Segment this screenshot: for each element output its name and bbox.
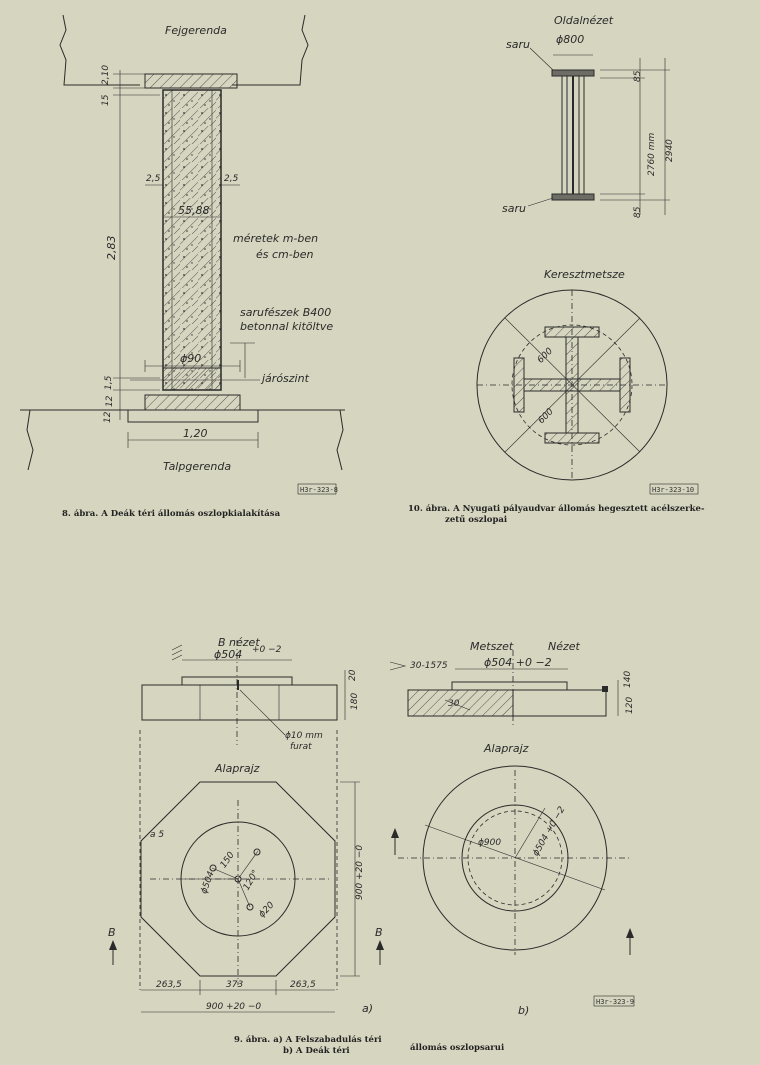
fig9b-stamp: H3r-323-9 (596, 998, 634, 1006)
bottom-beam-top (127, 409, 259, 423)
section-hatch-9b (407, 689, 514, 717)
fig9-caption-c: állomás oszlopsarui (410, 1042, 505, 1053)
fig8-dim-12b: 12 (103, 411, 113, 423)
fig9a-label-b-left: B (108, 926, 116, 939)
fig8-dim-phi90: ϕ90 (180, 352, 201, 365)
fig8-dim-283: 2,83 (105, 236, 118, 261)
fig8-dim-12: 12 (105, 395, 115, 407)
fig9b-dim-30: 30 (448, 699, 460, 709)
fig8-label-fejgerenda: Fejgerenda (165, 24, 227, 37)
fig9b-dim-120: 120 (625, 697, 635, 714)
fig8-dim-15: 15 (101, 94, 111, 106)
octagon-plan (140, 781, 336, 977)
fig9a-dim-phi504-tol: +0 −2 (252, 645, 282, 655)
fig9a-label-alaprajz: Alaprajz (214, 762, 260, 775)
top-saru-plate (551, 69, 595, 77)
fig9b-dim-phi900: ϕ900 (478, 838, 501, 848)
fig9a-dim-900-bottom: 900 +20 −0 (206, 1002, 261, 1012)
figure-8-column-detail: Fejgerenda Talpgerenda 2,10 15 2,5 2,5 5… (20, 14, 345, 519)
fig8-dim-25-right: 2,5 (224, 174, 239, 184)
fig9a-dim-phi504: ϕ504 (214, 648, 242, 661)
fig10-dim-2940: 2940 (665, 139, 675, 162)
fig8-dim-15b: 1,5 (104, 375, 114, 390)
fig8-label-jaroszint: járószint (260, 372, 310, 385)
fig9-caption-a: 9. ábra. a) A Felszabadulás téri (234, 1034, 382, 1045)
fig8-stamp: H3r-323-8 (300, 486, 338, 494)
fig9a-dim-phi20: ϕ20 (257, 900, 277, 920)
fig9a-label-bnezet: B nézet (218, 636, 260, 649)
figure-9b-bearing: Metszet Nézet 30-1575 ϕ504 +0 −2 140 120… (389, 640, 635, 1017)
bearing-block-elevation (141, 684, 338, 721)
figure-10-steel-column: Oldalnézet ϕ800 saru saru 85 2760 mm 294… (408, 14, 705, 525)
fig9b-dim-phi504b: ϕ504 +0 −2 (531, 805, 567, 858)
fig10-caption-1: 10. ábra. A Nyugati pályaudvar állomás h… (408, 503, 705, 514)
fig10-label-saru-bottom: saru (502, 202, 526, 215)
fig8-note-units-1: méretek m-ben (233, 232, 318, 245)
fig8-dim-25-left: 2,5 (146, 174, 161, 184)
fig8-note-units-2: és cm-ben (256, 248, 313, 261)
top-beam-left-edge (59, 14, 140, 86)
fig10-stamp: H3r-323-10 (652, 486, 694, 494)
fig10-label-oldalnezet: Oldalnézet (554, 14, 614, 27)
fig8-note-sarufeszek-2: betonnal kitöltve (240, 320, 333, 333)
top-beam-right-edge (232, 14, 309, 86)
figure-9-caption: 9. ábra. a) A Felszabadulás téri b) A De… (234, 1034, 505, 1056)
fig9b-dim-30-1575: 30-1575 (410, 661, 448, 671)
fig9a-note-furat-1: ϕ10 mm (285, 731, 323, 741)
fig9a-dim-120deg: 120° (242, 868, 262, 892)
fig9a-dim-20: 20 (348, 669, 358, 681)
fig8-dim-120: 1,20 (183, 427, 208, 440)
fig9a-label-b-right: B (375, 926, 383, 939)
bearing-socket (162, 367, 222, 391)
fig10-dim-85-top: 85 (633, 70, 643, 82)
fig10-dim-600b: 600 (537, 407, 556, 426)
fig8-note-sarufeszek-1: sarufészek B400 (240, 306, 331, 319)
fig9a-label-a: a) (362, 1002, 373, 1015)
bottom-bearing-plate (144, 394, 241, 411)
fig9b-dim-phi504: ϕ504 +0 −2 (484, 656, 552, 669)
fig10-dim-2760: 2760 mm (647, 132, 657, 176)
top-bearing-plate (144, 73, 238, 89)
fig9a-note-furat-2: furat (290, 742, 312, 752)
fig9a-dim-373: 373 (226, 980, 243, 990)
fig9a-dim-900-20: 900 +20 −0 (355, 845, 365, 900)
fig8-dim-5588: 55,88 (178, 204, 210, 217)
fig10-dim-600a: 600 (536, 346, 555, 365)
fig9b-label-nezet: Nézet (548, 640, 581, 653)
fig9a-dim-180: 180 (350, 693, 360, 710)
fig9b-label-b: b) (518, 1004, 529, 1017)
fig9b-label-metszet: Metszet (470, 640, 514, 653)
concrete-column (162, 89, 222, 391)
fig10-dim-phi800: ϕ800 (556, 33, 584, 46)
figure-9a-bearing: B nézet ϕ504 +0 −2 20 180 ϕ10 mm furat A… (108, 636, 384, 1015)
fig9a-dim-2635a: 263,5 (156, 980, 182, 990)
fig9a-dim-150: 150 (219, 850, 237, 870)
fig9-caption-b: b) A Deák téri (283, 1045, 350, 1056)
fig9a-dim-a5: a 5 (150, 830, 164, 840)
fig10-caption-2: zetű oszlopai (445, 514, 508, 525)
fig8-caption: 8. ábra. A Deák téri állomás oszlopkiala… (62, 508, 281, 519)
fig10-label-saru-top: saru (506, 38, 530, 51)
fig9b-dim-140: 140 (623, 671, 633, 688)
bottom-saru-plate (551, 193, 595, 201)
fig10-dim-85-bottom: 85 (633, 206, 643, 218)
fig9a-dim-2635b: 263,5 (290, 980, 316, 990)
fig9b-label-alaprajz: Alaprajz (483, 742, 529, 755)
fig8-dim-210: 2,10 (101, 65, 111, 85)
fig8-label-talpgerenda: Talpgerenda (163, 460, 231, 473)
fig10-label-keresztmetsze: Keresztmetsze (544, 268, 625, 281)
fig9a-dim-phi504b: ϕ504 (199, 870, 216, 895)
